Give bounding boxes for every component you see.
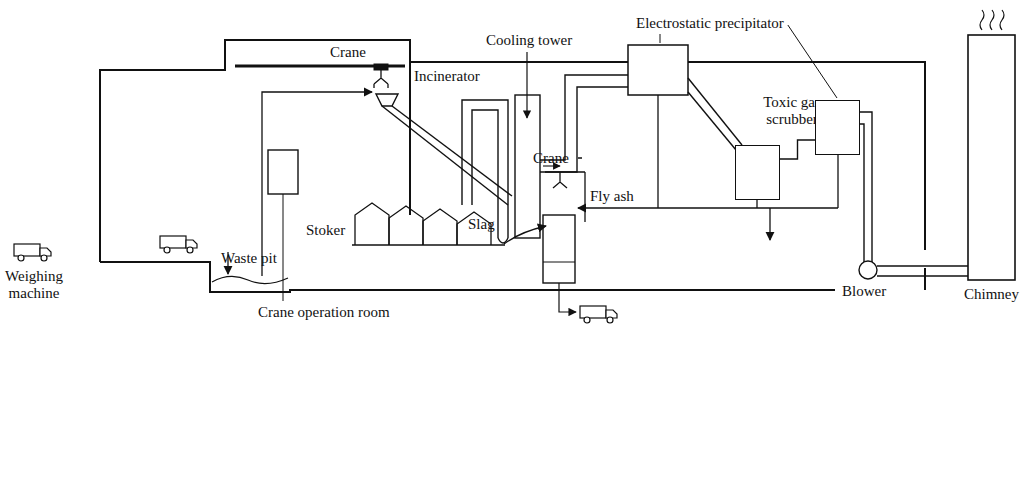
chimney-symbol [968,10,1015,280]
gas-duct [780,140,815,159]
part-label: Fly ash [590,188,634,205]
truck [160,236,197,253]
leader-line [660,34,661,43]
part-label: Chimney [964,286,1019,303]
truck [580,306,617,323]
precipitator-box: Electrostatic precipitator [815,100,860,155]
operation-room-box [268,150,298,194]
gas-duct [688,78,742,150]
fly-ash-line [578,95,838,240]
part-label: Crane operation room [258,304,390,321]
gas-duct [859,112,968,279]
part-label: Crane [533,150,569,167]
part-label: Cooling tower [486,32,572,49]
part-label: Slag [468,216,495,233]
part-label: Crane [330,44,366,61]
flow-arrow [262,92,372,276]
waste-pile [212,276,288,283]
building-outline [100,40,925,292]
cooling-tower [515,52,540,238]
part-label: Waste pit [221,250,277,267]
part-label: Incinerator [414,68,480,85]
ash-pit [543,215,576,312]
part-label: Blower [842,283,886,300]
leader-line [788,25,837,98]
part-label: Stoker [306,222,345,239]
truck [14,244,51,261]
stoker-symbol [352,203,505,245]
part-label: Weighing machine [0,268,68,303]
leader-line [283,194,284,301]
exhaust-pipe [462,100,508,243]
crane-symbol [235,64,405,88]
slag-arrow [504,226,546,244]
crane-symbol [545,158,585,222]
node-heading: Electrostatic precipitator [636,15,784,32]
precipitator-box [628,45,688,95]
scrubber-box: Toxic gas scrubber [735,145,780,200]
